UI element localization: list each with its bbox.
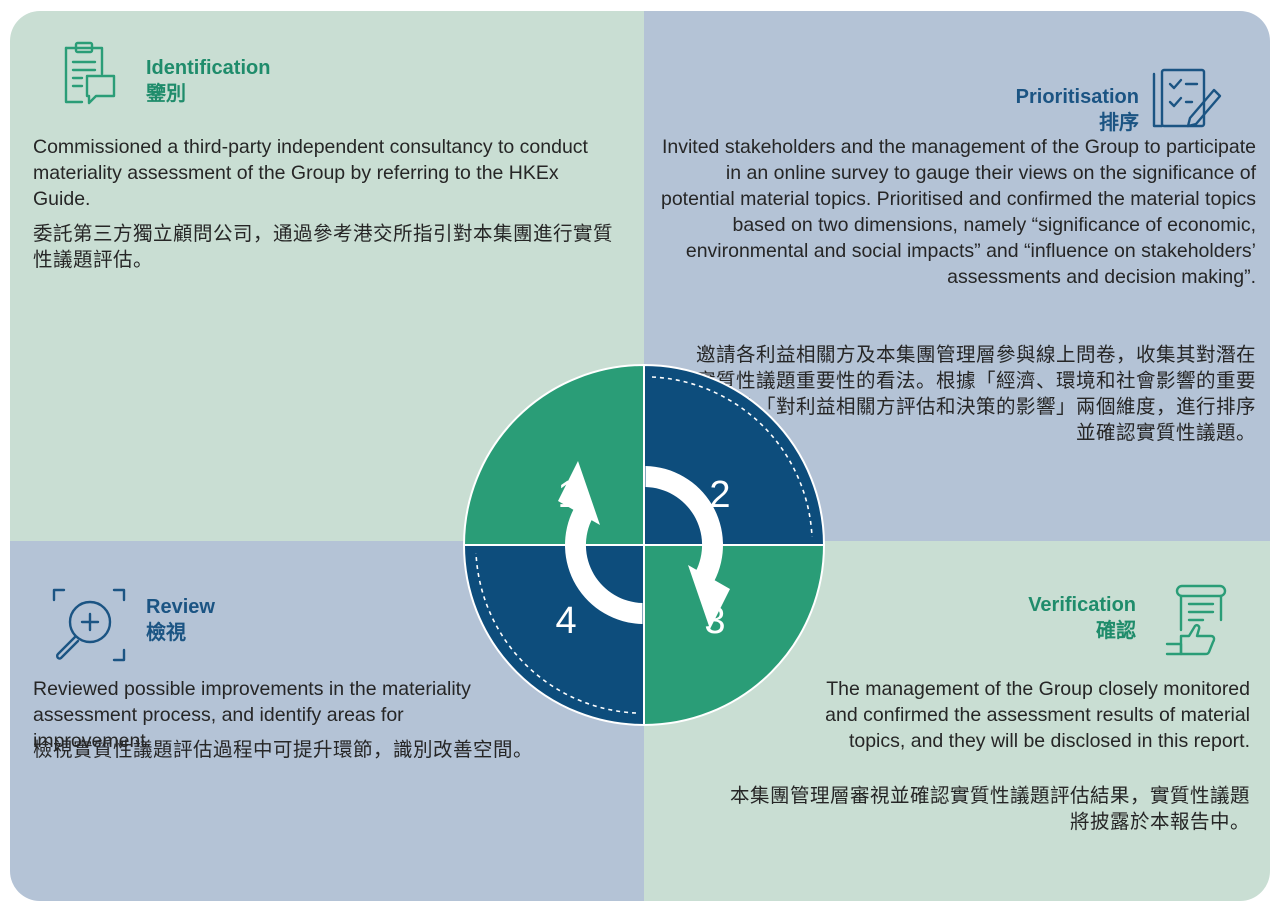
step-2-title-en: Prioritisation (1015, 86, 1139, 108)
cycle-arrow-left (565, 508, 643, 624)
cycle-dashed-arc-2 (651, 376, 813, 538)
cycle-sector-3 (643, 544, 826, 727)
step-2-text-en: Invited stakeholders and the management … (660, 136, 1256, 288)
cycle-number-1: 1 (557, 474, 578, 516)
cycle-dashed-arc-4 (475, 552, 637, 714)
step-3-title-zh: 確認 (1096, 620, 1136, 642)
cycle-diagram: 1 2 3 4 (462, 363, 826, 727)
step-4-description: Reviewed possible improvements in the ma… (33, 676, 473, 754)
cycle-number-3: 3 (704, 600, 725, 642)
cycle-sector-2 (643, 363, 826, 546)
step-2-text-zh: 邀請各利益相關方及本集團管理層參與線上問卷，收集其對潛在實質性議題重要性的看法。… (695, 344, 1256, 444)
cycle-sector-1 (462, 363, 645, 546)
step-4-text-zh: 檢視實質性議題評估過程中可提升環節，識別改善空間。 (33, 739, 534, 761)
step-4-text-en: Reviewed possible improvements in the ma… (33, 678, 471, 752)
cycle-number-4: 4 (555, 600, 576, 642)
step-2-title-zh: 排序 (1099, 112, 1139, 134)
checklist-pencil-icon (1150, 68, 1224, 130)
step-2-description-zh: 邀請各利益相關方及本集團管理層參與線上問卷，收集其對潛在實質性議題重要性的看法。… (690, 342, 1256, 446)
cycle-arrowhead-left (558, 461, 600, 525)
document-chat-icon (52, 40, 122, 110)
step-1-text-zh: 委託第三方獨立顧問公司，通過參考港交所指引對本集團進行實質性議題評估。 (33, 223, 614, 271)
step-3-title: Verification 確認 (1028, 592, 1136, 644)
cycle-sector-4 (462, 544, 645, 727)
cycle-arrowhead-right (688, 565, 730, 629)
cycle-arrow-right (645, 466, 723, 582)
step-4-description-zh: 檢視實質性議題評估過程中可提升環節，識別改善空間。 (33, 737, 633, 763)
step-3-description: The management of the Group closely moni… (790, 676, 1250, 754)
step-3-title-en: Verification (1028, 594, 1136, 616)
cycle-number-2: 2 (709, 474, 730, 516)
step-3-description-zh: 本集團管理層審視並確認實質性議題評估結果，實質性議題將披露於本報告中。 (730, 783, 1250, 835)
step-1-description: Commissioned a third-party independent c… (33, 134, 613, 273)
step-4-title-en: Review (146, 596, 215, 618)
step-1-text-en: Commissioned a third-party independent c… (33, 136, 588, 210)
step-1-title: Identification 鑒別 (146, 55, 270, 107)
step-2-title: Prioritisation 排序 (1016, 84, 1139, 136)
step-4-title: Review 檢視 (146, 594, 215, 646)
step-3-text-zh: 本集團管理層審視並確認實質性議題評估結果，實質性議題將披露於本報告中。 (730, 785, 1251, 833)
step-3-text-en: The management of the Group closely moni… (825, 678, 1250, 752)
magnifier-plus-icon (50, 586, 128, 664)
step-1-title-zh: 鑒別 (146, 83, 186, 105)
document-thumbsup-icon (1163, 584, 1233, 656)
step-4-title-zh: 檢視 (146, 622, 186, 644)
step-1-title-en: Identification (146, 57, 271, 79)
step-2-description: Invited stakeholders and the management … (650, 134, 1256, 290)
